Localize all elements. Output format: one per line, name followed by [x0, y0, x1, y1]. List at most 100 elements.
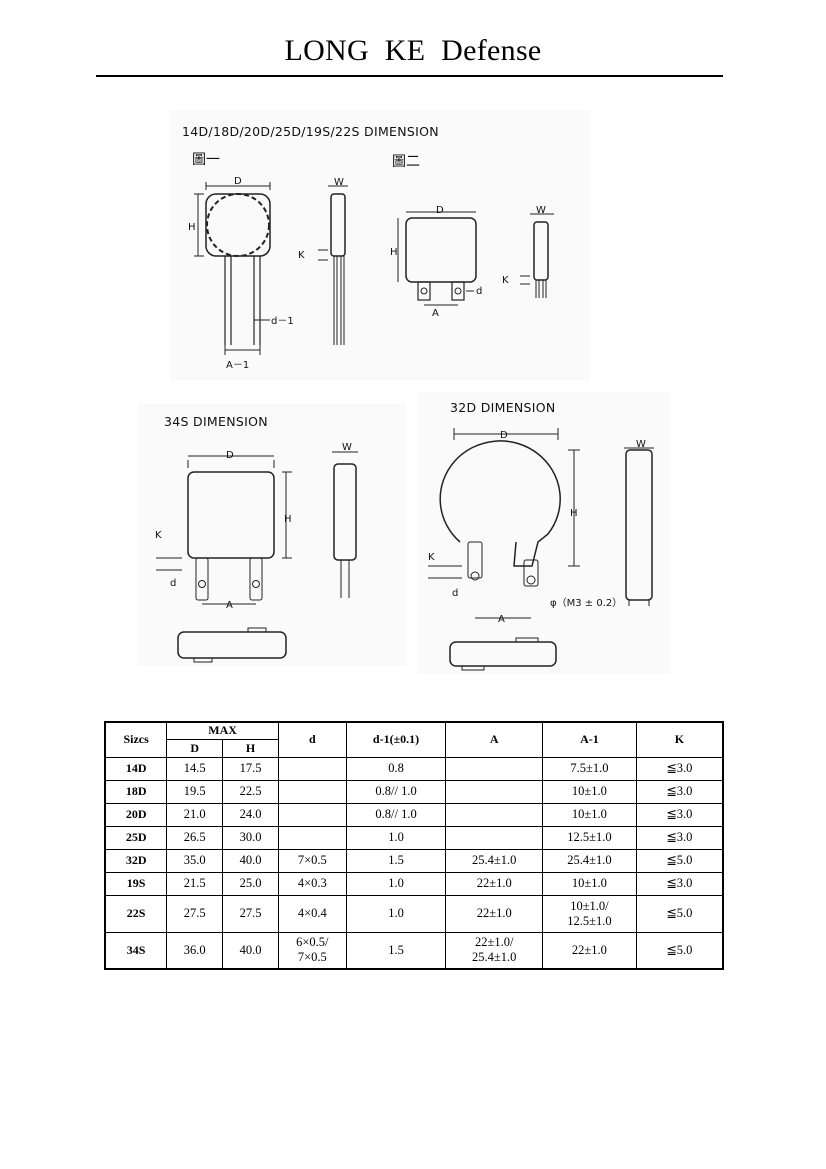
cell-a1: 25.4±1.0 [542, 848, 637, 873]
cell-d1: 0.8// 1.0 [345, 779, 447, 804]
cell-d: 4×0.4 [277, 894, 347, 933]
cell-d: 21.0 [166, 802, 224, 827]
figure-34s-dimension: 34S DIMENSION D H K d A W [138, 404, 406, 666]
header-a: A [445, 721, 544, 758]
cell-a [445, 779, 544, 804]
cell-a1: 10±1.0 [542, 802, 637, 827]
cell-a1: 10±1.0 [542, 779, 637, 804]
cell-k: ≦5.0 [635, 894, 724, 933]
32d-front-drawing [428, 428, 580, 619]
cell-size: 18D [104, 779, 168, 804]
label-h-dimension: H [188, 222, 196, 233]
cell-a1: 10±1.0 [542, 871, 637, 896]
label-d-dimension: D [234, 176, 242, 187]
header-a1: A-1 [542, 721, 637, 758]
34s-bottom-view [177, 627, 287, 663]
cell-a: 22±1.0 [445, 871, 544, 896]
cell-a1: 12.5±1.0 [542, 825, 637, 850]
disc-side-view [318, 185, 348, 345]
cell-h: 30.0 [222, 825, 279, 850]
label-d-fig2: D [436, 205, 444, 216]
cell-d1: 0.8// 1.0 [345, 802, 447, 827]
fig2-caption: 圖二 [392, 154, 420, 170]
label-phi-32d: φ（M3 ± 0.2） [550, 597, 622, 609]
figure-32d-dimension: 32D DIMENSION D H K d A φ（M3 ± 0.2） W [418, 392, 670, 674]
label-sd-32d: d [452, 588, 458, 599]
cell-d: 35.0 [166, 848, 224, 873]
cell-d [277, 802, 347, 827]
34s-side-view [332, 451, 358, 598]
disc-varistor-drawing [194, 182, 271, 355]
cell-a: 22±1.0/25.4±1.0 [445, 931, 544, 970]
label-d1-dimension: d－1 [271, 316, 294, 327]
label-d-34s: D [226, 450, 234, 461]
figure-top-dimension: 14D/18D/20D/25D/19S/22S DIMENSION 圖一 圖二 … [170, 110, 590, 380]
label-h-32d: H [570, 508, 578, 519]
cell-a [445, 756, 544, 781]
cell-d: 19.5 [166, 779, 224, 804]
cell-d: 14.5 [166, 756, 224, 781]
cell-a1: 7.5±1.0 [542, 756, 637, 781]
label-h-34s: H [284, 514, 292, 525]
cell-line: 12.5±1.0 [567, 913, 612, 928]
header-d1: d-1(±0.1) [345, 721, 447, 758]
cell-h: 27.5 [222, 894, 279, 933]
cell-k: ≦3.0 [635, 779, 724, 804]
title-rule [96, 75, 723, 77]
label-k-34s: K [155, 530, 162, 541]
label-sd-fig2: d [476, 286, 482, 297]
header-d-lead: d [277, 721, 347, 758]
page-title: LONG KE Defense [284, 34, 542, 67]
cell-a: 25.4±1.0 [445, 848, 544, 873]
header-max-d: D [166, 738, 224, 758]
cell-d: 27.5 [166, 894, 224, 933]
cell-d1: 1.0 [345, 825, 447, 850]
cell-line: 6×0.5/ [296, 935, 329, 950]
cell-h: 40.0 [222, 931, 279, 970]
cell-d: 6×0.5/7×0.5 [277, 931, 347, 970]
label-a1-dimension: A－1 [226, 360, 249, 371]
cell-d [277, 779, 347, 804]
cell-a: 22±1.0 [445, 894, 544, 933]
32d-bottom-view [449, 637, 557, 671]
cell-d: 26.5 [166, 825, 224, 850]
cell-d [277, 756, 347, 781]
label-a-32d: A [498, 614, 505, 625]
cell-h: 22.5 [222, 779, 279, 804]
label-a-fig2: A [432, 308, 439, 319]
cell-d1: 1.0 [345, 871, 447, 896]
header-sizes: Sizcs [104, 721, 168, 758]
cell-a1: 10±1.0/12.5±1.0 [542, 894, 637, 933]
cell-line: 25.4±1.0 [472, 950, 517, 965]
figure-top-title: 14D/18D/20D/25D/19S/22S DIMENSION [182, 124, 439, 139]
cell-d1: 0.8 [345, 756, 447, 781]
32d-side-view [624, 447, 654, 606]
label-h-fig2: H [390, 247, 398, 258]
cell-size: 34S [104, 931, 168, 970]
cell-d: 7×0.5 [277, 848, 347, 873]
square-side-view [520, 213, 554, 298]
cell-d: 4×0.3 [277, 871, 347, 896]
cell-line: 22±1.0/ [474, 935, 514, 950]
label-w-32d: W [636, 439, 646, 450]
label-a-34s: A [226, 600, 233, 611]
cell-size: 32D [104, 848, 168, 873]
cell-a [445, 825, 544, 850]
cell-h: 24.0 [222, 802, 279, 827]
cell-size: 19S [104, 871, 168, 896]
cell-a1: 22±1.0 [542, 931, 637, 970]
cell-line: 7×0.5 [297, 950, 327, 965]
square-varistor-drawing [397, 211, 477, 306]
label-w-fig2: W [536, 205, 546, 216]
label-k-dimension: K [298, 250, 305, 261]
cell-d: 21.5 [166, 871, 224, 896]
cell-h: 40.0 [222, 848, 279, 873]
